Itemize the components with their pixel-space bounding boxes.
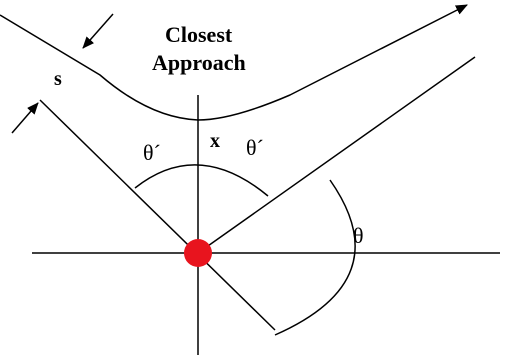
particle-trajectory [0, 4, 468, 121]
impact-parameter-label: s [54, 68, 62, 90]
title-line-1: Closest [165, 22, 233, 47]
theta-label: θ [353, 223, 364, 248]
outgoing-asymptote [197, 56, 476, 254]
title-line-2: Approach [152, 50, 246, 75]
impact-arrow-bottom [11, 102, 39, 134]
theta-prime-arc [134, 164, 269, 197]
incoming-asymptote [39, 99, 276, 331]
theta-arc [274, 179, 356, 336]
impact-arrow-top [82, 13, 114, 49]
closest-distance-label: x [210, 130, 220, 152]
theta-prime-left-label: θ´ [143, 140, 161, 165]
scattering-center [184, 239, 212, 267]
theta-prime-right-label: θ´ [246, 135, 264, 160]
